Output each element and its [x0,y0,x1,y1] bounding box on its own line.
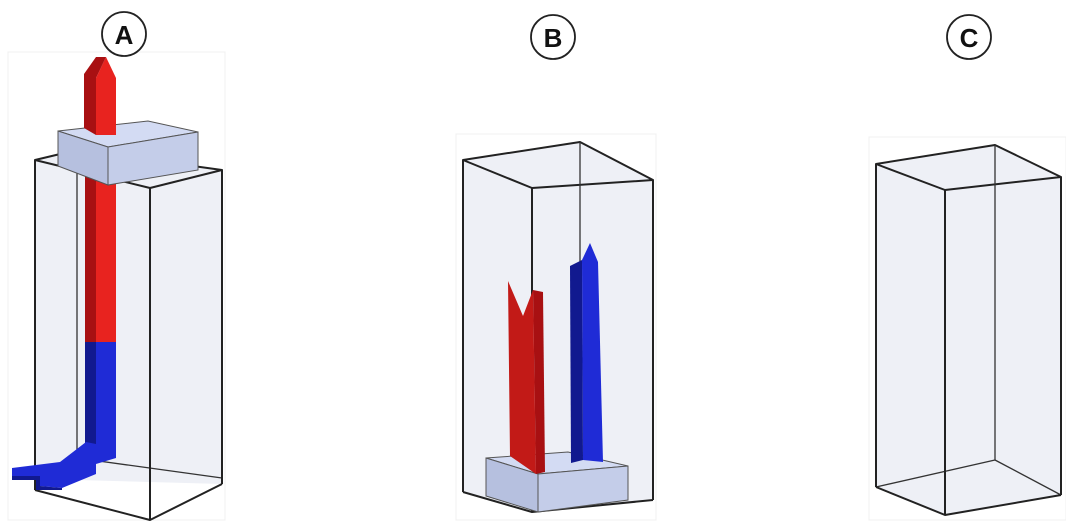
panel-c-hidden-edge [994,459,1062,496]
panel-a-top-box-front [107,131,199,186]
panel-c-housing-bottom [875,486,1062,516]
panel-a-cold-duct [96,342,116,464]
panel-c [868,136,1066,521]
panel-b-cold-plate [582,243,603,462]
panel-a-housing-bottom [34,483,223,521]
panel-b-housing-bottom [462,491,654,513]
label-b-text: B [544,23,563,53]
label-b-circle [530,14,576,60]
panel-c-housing-fill [876,145,1061,515]
panel-a-hot-arrow [96,57,116,135]
panel-b-base-box-front [537,465,629,513]
panel-c-housing [875,144,1062,516]
panel-a-cold-duct-side [85,342,96,474]
panel-a [7,51,226,521]
label-c-circle [946,14,992,60]
label-a-circle [101,11,147,57]
panel-a-hot-duct [96,176,116,342]
panel-a-hot-duct-side [85,176,96,342]
label-b: B [530,14,576,60]
panel-a-housing-fill [35,150,222,490]
panel-b-base-box [485,451,629,513]
label-a-text: A [115,20,134,50]
panel-b [455,133,657,521]
panel-c-hidden-edge [875,459,996,488]
panel-c-frame [868,136,1066,521]
panel-a-hot-arrow-side [84,57,106,135]
panel-b-frame [455,133,657,521]
label-a: A [101,11,147,57]
label-c-text: C [960,23,979,53]
panel-b-hot-plate [508,281,536,474]
panel-b-hot-plate-side [533,290,545,474]
label-c: C [946,14,992,60]
panel-b-cold-plate-side [570,260,583,463]
panel-a-cold-outlet [12,442,96,488]
panel-a-cold-outlet-side [12,476,62,490]
